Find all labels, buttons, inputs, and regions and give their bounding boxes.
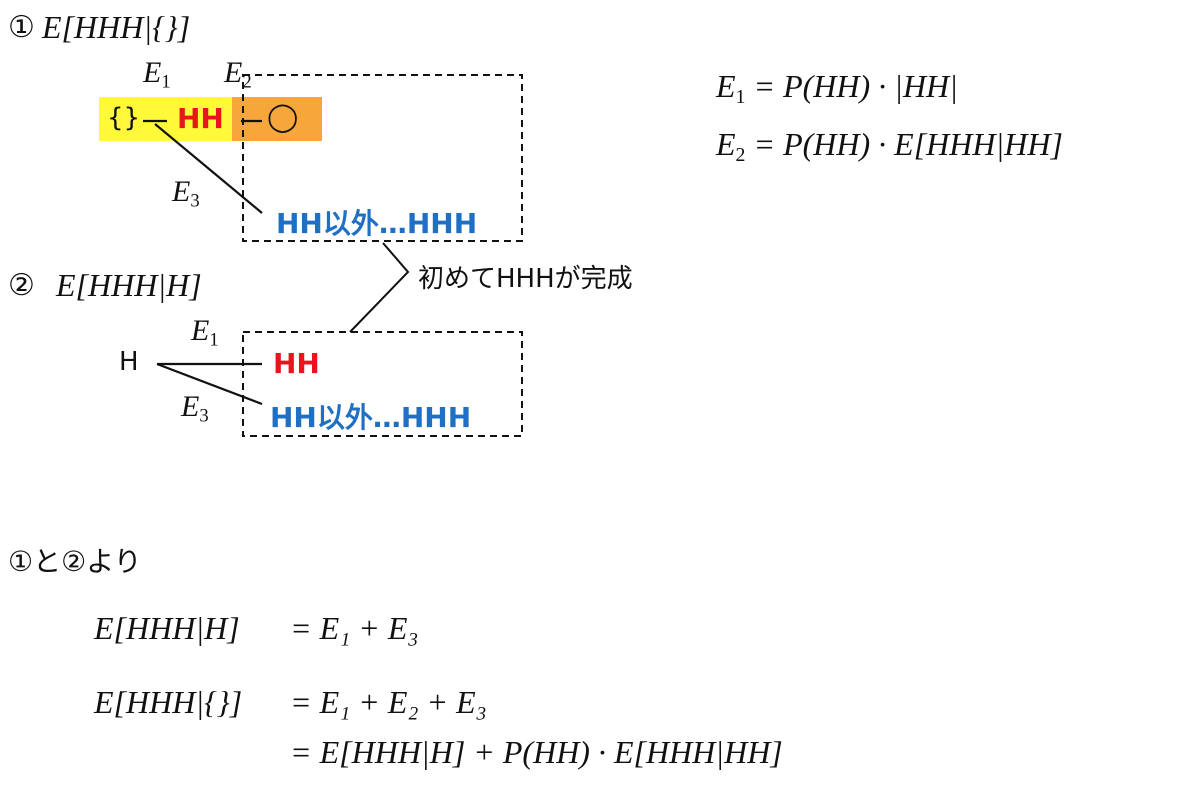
section1-other-node: HH以外…HHH (276, 207, 478, 240)
section1-hh-node: HH (177, 102, 224, 135)
section1-start-node: {} (107, 103, 141, 133)
dashed-box-2 (242, 331, 523, 437)
section1-heading: E[HHH|{}] (42, 9, 191, 45)
section2-hh-node: HH (273, 347, 320, 380)
section2-heading: E[HHH|H] (56, 267, 202, 303)
section1-number: ① (8, 10, 35, 45)
edge2-h-other (156, 362, 263, 406)
equation-3-rhs: = E[HHH|H] + P(HH) · E[HHH|HH] (290, 734, 783, 770)
dashed-box-1 (242, 74, 523, 242)
section2-label-e3: E3 (181, 390, 209, 427)
section2-label-e1: E1 (191, 314, 219, 351)
section1-circle-node: ◯ (267, 100, 299, 133)
definition-e1: E1 = P(HH) · |HH| (716, 68, 958, 108)
equation-2-lhs: E[HHH|{}] (94, 684, 243, 720)
orange-highlight (232, 97, 322, 141)
section1-label-e1: E1 (143, 56, 171, 93)
definition-e2: E2 = P(HH) · E[HHH|HH] (716, 126, 1063, 166)
edge-start-other (154, 123, 263, 214)
equation-1-rhs: = E₁ + E₃ (290, 610, 419, 646)
section2-number: ② (8, 268, 35, 303)
section2-start-node: H (119, 347, 139, 377)
equation-1-lhs: E[HHH|H] (94, 610, 240, 646)
equation-2-rhs: = E₁ + E₂ + E₃ (290, 684, 487, 720)
callout-text: 初めてHHHが完成 (418, 264, 633, 294)
conclusion-heading: ①と②より (8, 545, 142, 578)
section2-other-node: HH以外…HHH (270, 401, 472, 434)
section1-label-e3: E3 (172, 175, 200, 212)
section1-label-e2: E2 (224, 56, 252, 93)
callout-bracket (349, 242, 410, 333)
